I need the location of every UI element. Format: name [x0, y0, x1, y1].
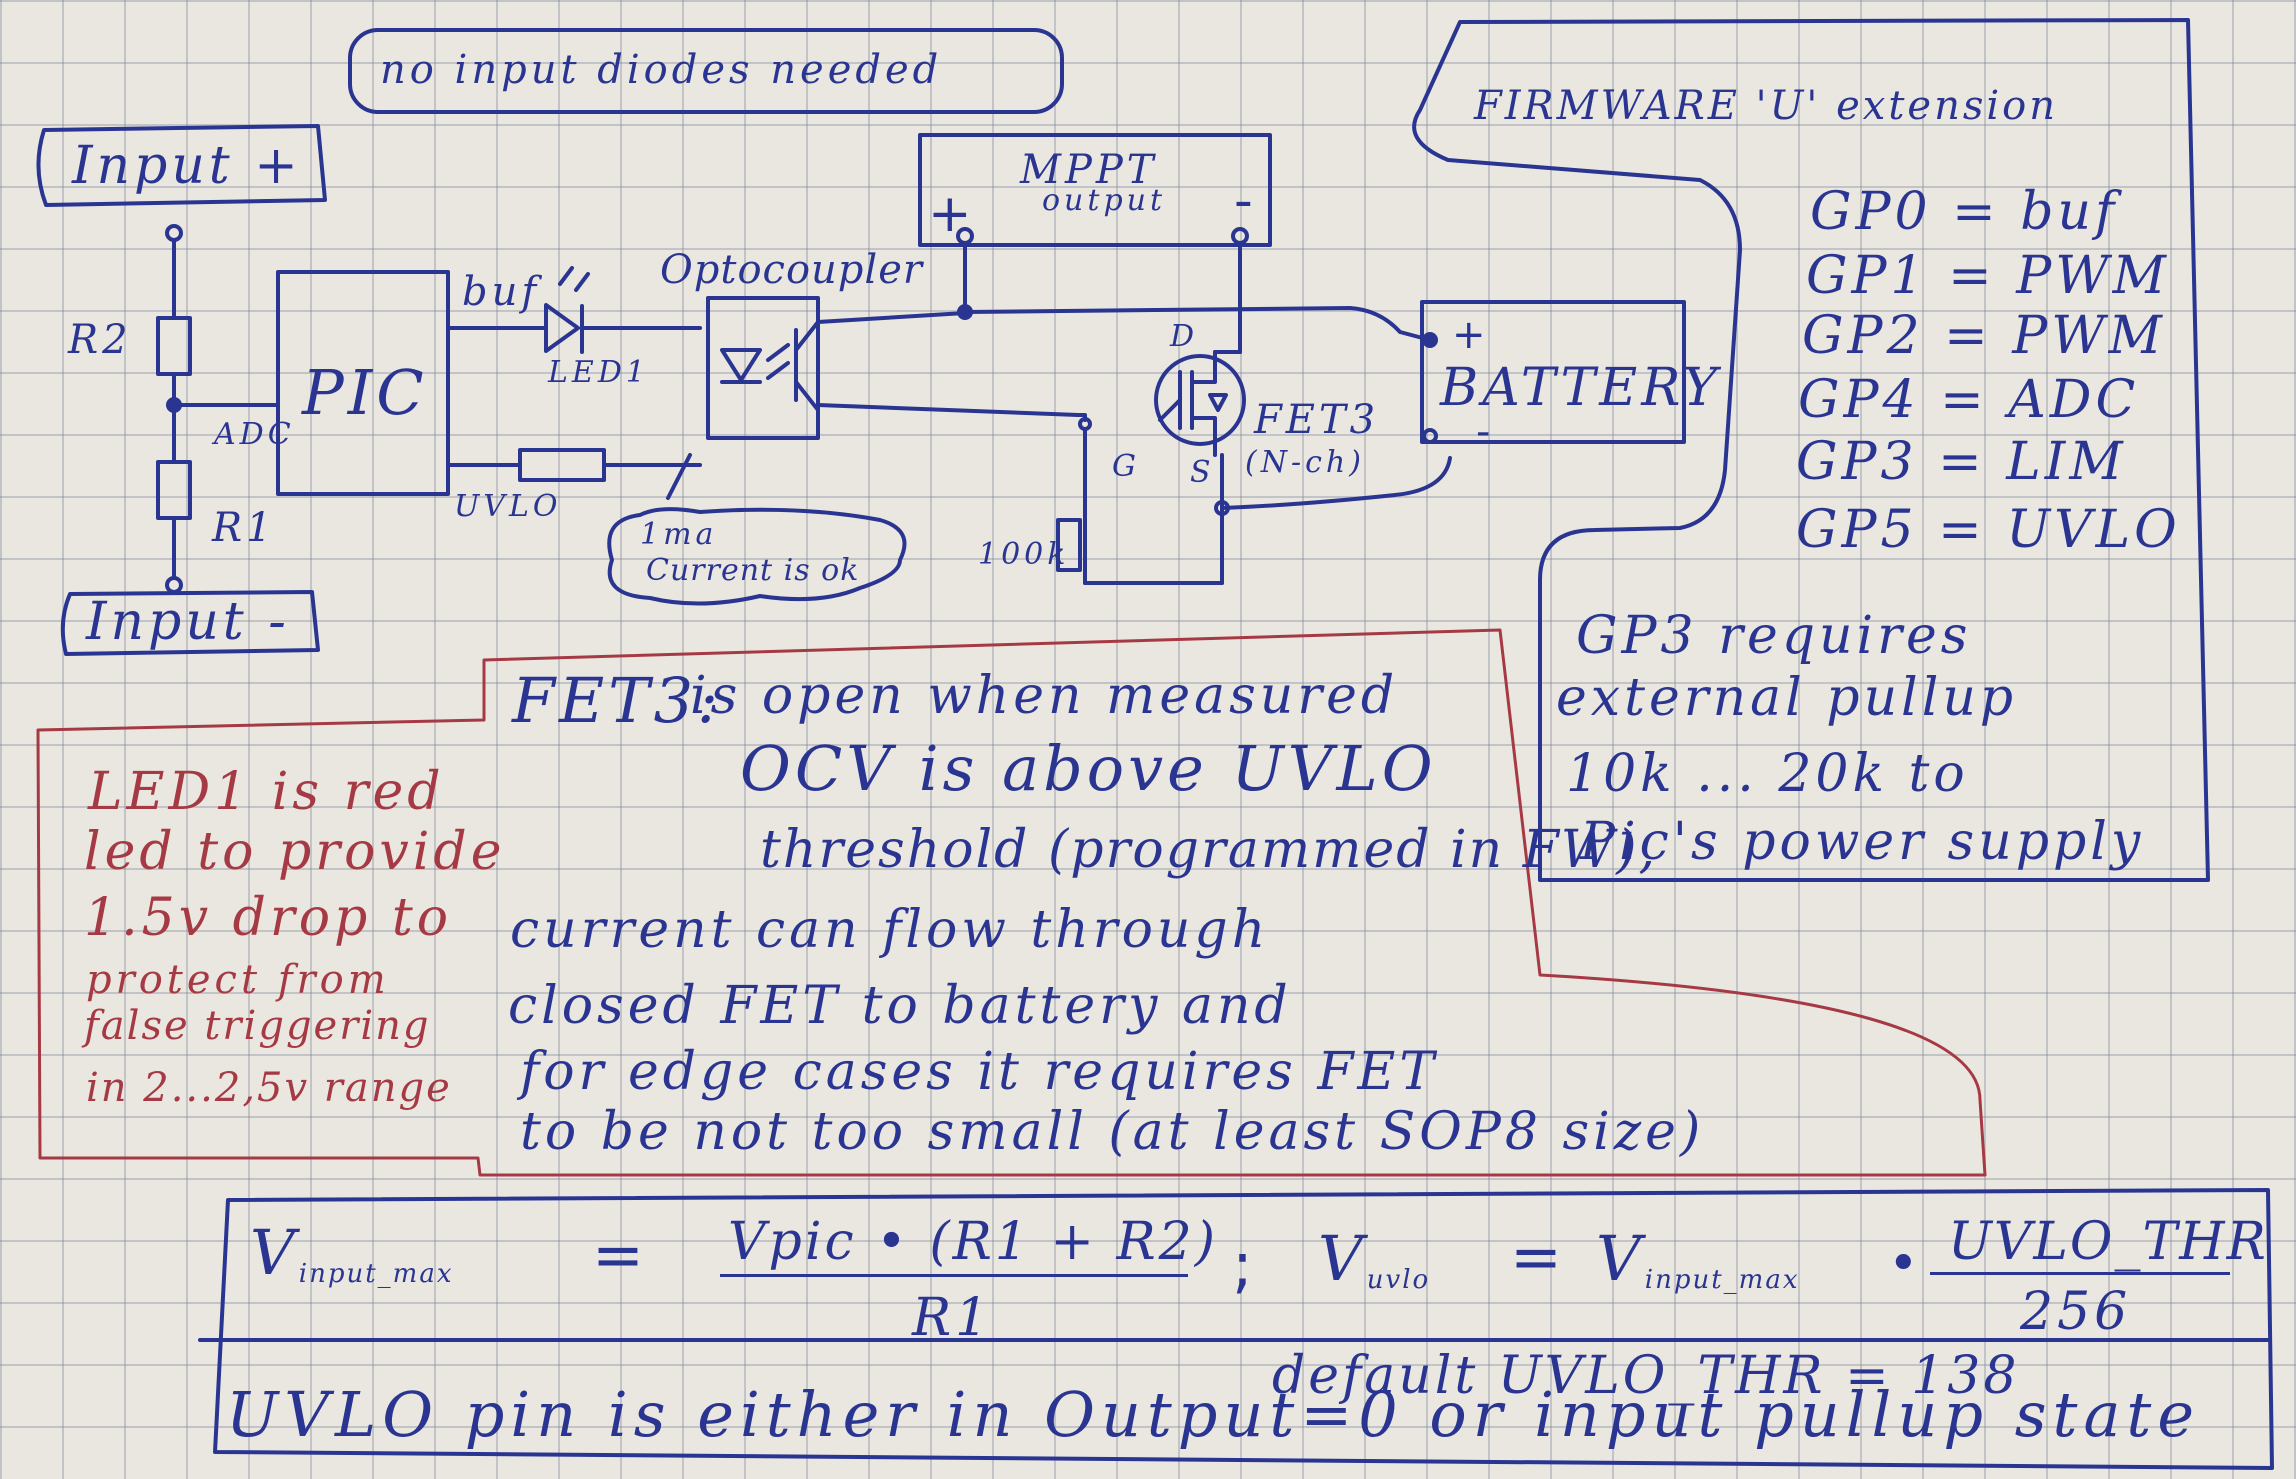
fet3-note-line-7: to be not too small (at least SOP8 size) — [520, 1102, 1705, 1162]
fet-s-label: S — [1190, 455, 1215, 490]
pic-box — [276, 270, 450, 496]
input-plus-label: Input + — [72, 136, 302, 196]
uvlo-pin-note: UVLO pin is either in Output=0 or input … — [226, 1378, 2201, 1451]
formula-vinput-max: Vinput_max — [250, 1216, 454, 1289]
led1-note-line-3: 1.5v drop to — [84, 888, 453, 948]
current-note-bubble — [607, 507, 907, 606]
gp3-note-line-3: 10k ... 20k to — [1566, 744, 1969, 804]
current-note-1: 1ma — [640, 517, 718, 552]
mppt-title: MPPT — [1020, 147, 1158, 193]
fet3-note-line-4: current can flow through — [510, 900, 1270, 960]
formula-denominator: R1 — [912, 1288, 993, 1348]
r1-resistor — [156, 460, 192, 520]
firmware-box — [1412, 18, 2210, 882]
formula-equals-2: = — [1510, 1220, 1566, 1293]
led1-note-line-1: LED1 is red — [88, 762, 445, 822]
input-plus-bubble — [36, 124, 327, 207]
led1-note-line-4: protect from — [86, 957, 390, 1003]
mppt-minus: - — [1234, 171, 1257, 231]
formula-fraction-bar-1 — [720, 1274, 1188, 1277]
battery-plus: + — [1452, 312, 1490, 358]
current-note-2: Current is ok — [646, 553, 860, 588]
mppt-subtitle: output — [1042, 183, 1167, 218]
firmware-pin-2: GP2 = PWM — [1802, 306, 2166, 366]
gp3-note-line-2: external pullup — [1556, 668, 2018, 728]
battery-label: BATTERY — [1440, 358, 1722, 418]
led1-symbol — [544, 303, 584, 354]
fet3-label: FET3 — [1254, 397, 1380, 443]
fet3-note-line-6: for edge cases it requires FET — [520, 1042, 1439, 1102]
r2-label: R2 — [68, 317, 132, 363]
adc-label: ADC — [214, 417, 295, 452]
firmware-pin-5: GP5 = UVLO — [1796, 500, 2181, 560]
firmware-pin-0: GP0 = buf — [1810, 182, 2119, 242]
fet3-symbol — [1154, 354, 1246, 446]
resistor-100k-label: 100k — [978, 537, 1070, 572]
firmware-pin-4: GP3 = LIM — [1796, 432, 2127, 492]
optocoupler-label: Optocoupler — [660, 247, 923, 293]
fet3-note-line-3: threshold (programmed in FW), — [760, 820, 1658, 880]
gp3-note-line-1: GP3 requires — [1576, 606, 1972, 666]
fet3-note-line-1: is open when measured — [690, 666, 1399, 726]
resistor-100k — [1056, 518, 1082, 572]
buf-label: buf — [462, 269, 541, 315]
led1-note-line-2: led to provide — [84, 822, 506, 882]
gp3-note-line-4: Pic's power supply — [1580, 812, 2145, 872]
fet3-note-line-5: closed FET to battery and — [508, 976, 1292, 1036]
pic-label: PIC — [302, 356, 428, 429]
firmware-title: FIRMWARE 'U' extension — [1474, 83, 2058, 129]
default-uvlo-note: default UVLO_THR = 138 — [1272, 1346, 2020, 1406]
fet3-note-line-2: OCV is above UVLO — [740, 732, 1437, 805]
fet3-note-heading: FET3: — [512, 664, 722, 737]
top-note: no input diodes needed — [380, 47, 943, 93]
fet-d-label: D — [1170, 319, 1199, 354]
led1-note-line-6: in 2...2,5v range — [86, 1065, 452, 1111]
formula-separator: ; — [1232, 1228, 1257, 1301]
firmware-pin-3: GP4 = ADC — [1798, 370, 2140, 430]
formula-ratio-numerator: UVLO_THR — [1948, 1212, 2268, 1272]
formula-dot: • — [1888, 1234, 1923, 1294]
formula-vuvlo: Vuvlo — [1318, 1222, 1431, 1295]
mppt-plus: + — [928, 184, 976, 244]
r1-label: R1 — [212, 505, 276, 551]
fet3-type-label: (N-ch) — [1245, 445, 1365, 480]
input-plus-terminal — [165, 224, 183, 242]
formula-fraction-bar-2 — [1930, 1272, 2230, 1275]
led1-note-line-5: false triggering — [84, 1003, 431, 1049]
optocoupler-box — [706, 296, 820, 440]
formula-ratio-denominator: 256 — [2020, 1282, 2132, 1342]
battery-minus: - — [1476, 409, 1495, 455]
led1-label: LED1 — [548, 355, 649, 390]
uvlo-resistor — [518, 448, 606, 482]
input-minus-label: Input - — [86, 592, 290, 652]
formula-numerator: Vpic • (R1 + R2) — [728, 1212, 1218, 1272]
firmware-pin-1: GP1 = PWM — [1806, 246, 2170, 306]
formula-equals-1: = — [592, 1218, 648, 1291]
uvlo-pin-label: UVLO — [454, 489, 562, 524]
formula-rhs: Vinput_max — [1596, 1222, 1800, 1295]
r2-resistor — [156, 316, 192, 376]
input-minus-bubble — [60, 590, 320, 656]
fet3-note-box — [36, 628, 1987, 1177]
mppt-box — [918, 133, 1272, 247]
top-note-bubble — [348, 28, 1064, 114]
formula-box — [213, 1188, 2274, 1470]
fet-g-label: G — [1112, 449, 1140, 484]
input-minus-terminal — [165, 576, 183, 594]
battery-box — [1420, 300, 1686, 444]
